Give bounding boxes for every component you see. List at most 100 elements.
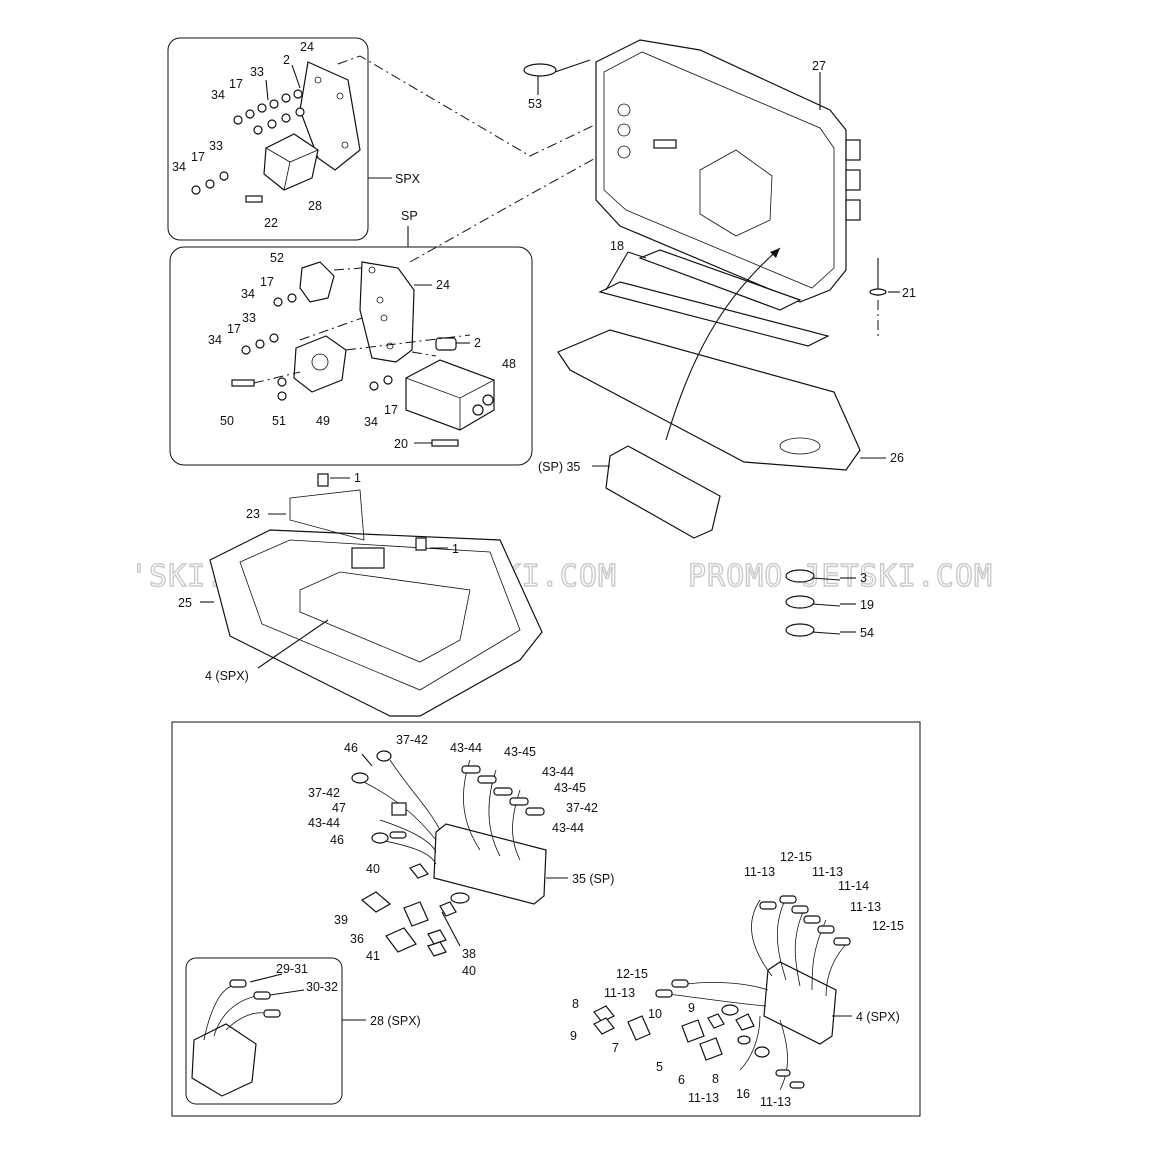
callout-37-42: 37-42 — [396, 733, 428, 747]
callout-34: 34 — [172, 160, 186, 174]
callout-17: 17 — [260, 275, 274, 289]
harness-4-connectors — [593, 1004, 755, 1061]
callout-36: 36 — [350, 932, 364, 946]
callout-11-14: 11-14 — [838, 879, 869, 893]
callout-52: 52 — [270, 251, 284, 265]
callout-22: 22 — [264, 216, 278, 230]
callout-2: 2 — [474, 336, 481, 350]
sp-switch-49 — [293, 335, 347, 393]
callout-50: 50 — [220, 414, 234, 428]
spx-frame-label: SPX — [395, 172, 421, 186]
callout-24: 24 — [436, 278, 450, 292]
callout-46: 46 — [330, 833, 344, 847]
callout-34: 34 — [364, 415, 378, 429]
callout-37-42: 37-42 — [566, 801, 598, 815]
sp-frame: SP 52 17 34 24 33 17 3 — [169, 149, 611, 466]
callout-53: 53 — [528, 97, 542, 111]
screw-1a — [317, 473, 329, 487]
tray-connector — [351, 547, 385, 569]
rivet-21 — [869, 258, 887, 336]
callout-1: 1 — [354, 471, 361, 485]
callout-11-13: 11-13 — [850, 900, 881, 914]
callout-43-44: 43-44 — [542, 765, 574, 779]
callout-7: 7 — [612, 1041, 619, 1055]
screw-1b — [415, 537, 427, 551]
callout-33: 33 — [242, 311, 256, 325]
cable-23 — [289, 489, 365, 541]
harness-35-terminals — [351, 750, 545, 844]
callout-29-31: 29-31 — [276, 962, 308, 976]
callout-40: 40 — [462, 964, 476, 978]
callout-34: 34 — [208, 333, 222, 347]
callout-11-13: 11-13 — [744, 865, 775, 879]
callout-48: 48 — [502, 357, 516, 371]
harness-4-terminals — [655, 895, 851, 1089]
callout-43-44: 43-44 — [308, 816, 340, 830]
sp-frame-label: SP — [401, 209, 418, 223]
callout-4-spx: 4 (SPX) — [205, 669, 249, 683]
callout-11-13: 11-13 — [760, 1095, 791, 1109]
callout-51: 51 — [272, 414, 286, 428]
callout-49: 49 — [316, 414, 330, 428]
callout-6: 6 — [678, 1073, 685, 1087]
sp-spacer-2 — [435, 337, 457, 351]
module-35-sp — [605, 445, 721, 539]
callout-26: 26 — [890, 451, 904, 465]
callout-41: 41 — [366, 949, 380, 963]
callout-34: 34 — [211, 88, 225, 102]
callout-11-13: 11-13 — [688, 1091, 719, 1105]
sp-frame-box — [169, 246, 533, 466]
callout-11-13: 11-13 — [812, 865, 843, 879]
harness-frame — [171, 721, 921, 1117]
sp-module-52 — [299, 261, 335, 303]
harness-35-module — [433, 823, 547, 905]
callout-20: 20 — [394, 437, 408, 451]
callout-40: 40 — [366, 862, 380, 876]
callout-23: 23 — [246, 507, 260, 521]
inset-28-spx — [185, 957, 343, 1105]
callout-38: 38 — [462, 947, 476, 961]
callout-19: 19 — [860, 598, 874, 612]
tie-wraps — [785, 569, 841, 637]
callout-47: 47 — [332, 801, 346, 815]
spx-frame-box — [167, 37, 369, 241]
callout-35-sp: (SP) 35 — [538, 460, 580, 474]
callout-17: 17 — [384, 403, 398, 417]
inset-28-box — [185, 957, 343, 1105]
harness-4-spx — [593, 895, 851, 1091]
callout-3: 3 — [860, 571, 867, 585]
callout-12-15: 12-15 — [872, 919, 904, 933]
housing-27 — [595, 39, 861, 303]
callout-35-sp-harness: 35 (SP) — [572, 872, 614, 886]
callout-8: 8 — [572, 997, 579, 1011]
tray-25 — [209, 473, 543, 717]
sp-bolt-50 — [231, 379, 255, 387]
callout-17: 17 — [191, 150, 205, 164]
tie-wrap-53 — [523, 63, 557, 77]
inset-28-module — [191, 1023, 257, 1097]
housing-bolt — [653, 139, 677, 149]
callout-18: 18 — [610, 239, 624, 253]
tray-outer — [209, 529, 543, 717]
callout-37-42: 37-42 — [308, 786, 340, 800]
callout-1: 1 — [452, 542, 459, 556]
pads-18 — [598, 249, 830, 347]
assembly-arrow — [665, 247, 781, 441]
sp-relay-48 — [405, 359, 495, 431]
callout-46: 46 — [344, 741, 358, 755]
callout-16: 16 — [736, 1087, 750, 1101]
callout-33: 33 — [209, 139, 223, 153]
callout-11-13: 11-13 — [604, 986, 635, 1000]
callout-28-spx: 28 (SPX) — [370, 1014, 421, 1028]
pad-upper — [638, 249, 802, 311]
callout-17: 17 — [227, 322, 241, 336]
spx-routing-line — [337, 55, 606, 157]
callout-24: 24 — [300, 40, 314, 54]
sp-hardware — [241, 293, 393, 401]
callout-34: 34 — [241, 287, 255, 301]
callout-25: 25 — [178, 596, 192, 610]
callout-12-15: 12-15 — [780, 850, 812, 864]
callout-43-44: 43-44 — [552, 821, 584, 835]
callout-28: 28 — [308, 199, 322, 213]
callout-4-spx: 4 (SPX) — [856, 1010, 900, 1024]
